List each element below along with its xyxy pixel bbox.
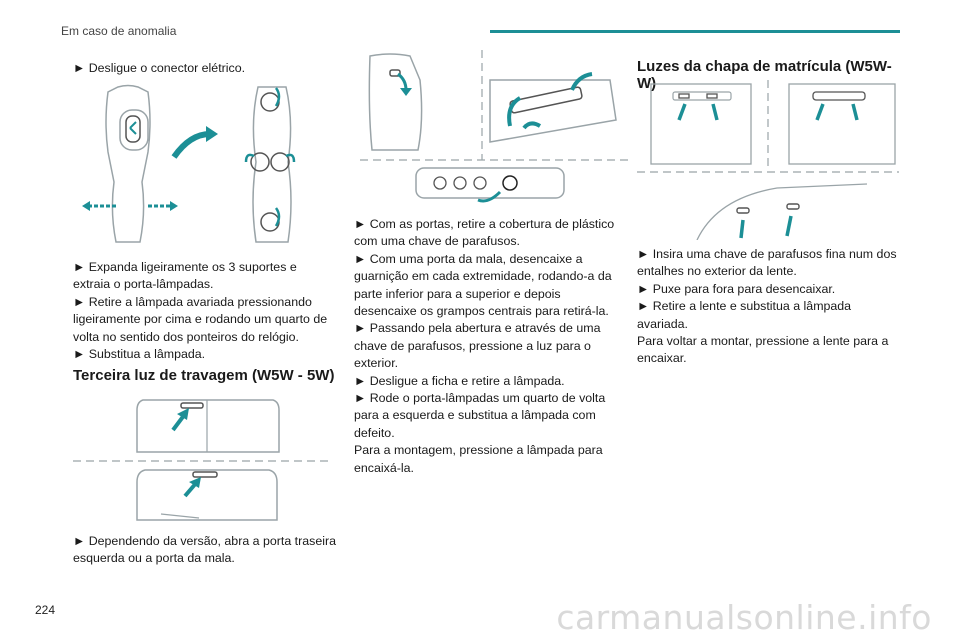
lamp-holder-svg xyxy=(82,84,296,243)
assembly-note: Para a montagem, pressione a lâmpada par… xyxy=(354,443,603,475)
page-number: 224 xyxy=(35,603,56,617)
trunk-lid-illustration xyxy=(360,50,628,210)
header-accent-rule xyxy=(490,30,900,33)
step-replace-bulb: ► Substitua a lâmpada. xyxy=(73,347,206,362)
trunk-lid-svg xyxy=(360,50,628,203)
step-remove-bulb: ► Retire a lâmpada avariada pressionando… xyxy=(73,294,328,344)
col1-third-brake-step: ► Dependendo da versão, abra a porta tra… xyxy=(73,533,337,568)
step-disconnect-plug: ► Desligue a ficha e retire a lâmpada. xyxy=(354,373,565,388)
step-insert-screwdriver: ► Insira uma chave de parafusos fina num… xyxy=(637,247,897,279)
col1-step-disconnect: ► Desligue o conector elétrico. xyxy=(73,60,337,77)
plate-lights-svg xyxy=(637,80,899,240)
col1-steps-after-fig: ► Expanda ligeiramente os 3 suportes e e… xyxy=(73,259,337,363)
third-brake-light-heading: Terceira luz de travagem (W5W - 5W) xyxy=(73,367,335,384)
running-header-title: Em caso de anomalia xyxy=(61,24,177,38)
step-unclip-trim: ► Com uma porta da mala, desencaixe a gu… xyxy=(354,251,612,319)
step-open-rear-door: ► Dependendo da versão, abra a porta tra… xyxy=(73,534,336,566)
col2-steps: ► Com as portas, retire a cobertura de p… xyxy=(354,216,626,477)
third-brake-light-illustration xyxy=(73,392,333,522)
col3-steps: ► Insira uma chave de parafusos fina num… xyxy=(637,246,899,368)
step-disconnect-connector: ► Desligue o conector elétrico. xyxy=(73,61,246,75)
step-pull-out: ► Puxe para fora para desencaixar. xyxy=(637,281,836,296)
reassembly-note: Para voltar a montar, pressione a lente … xyxy=(637,334,889,366)
step-remove-lens: ► Retire a lente e substitua a lâmpada a… xyxy=(637,299,852,331)
license-plate-illustration xyxy=(637,80,899,240)
step-remove-cover: ► Com as portas, retire a cobertura de p… xyxy=(354,217,615,249)
step-expand-supports: ► Expanda ligeiramente os 3 suportes e e… xyxy=(73,260,297,292)
rear-window-svg xyxy=(73,399,333,521)
watermark-text: carmanualsonline.info xyxy=(556,598,932,637)
step-rotate-holder: ► Rode o porta-lâmpadas um quarto de vol… xyxy=(354,391,606,440)
lamp-holder-illustration xyxy=(80,82,320,252)
step-press-light: ► Passando pela abertura e através de um… xyxy=(354,321,601,371)
